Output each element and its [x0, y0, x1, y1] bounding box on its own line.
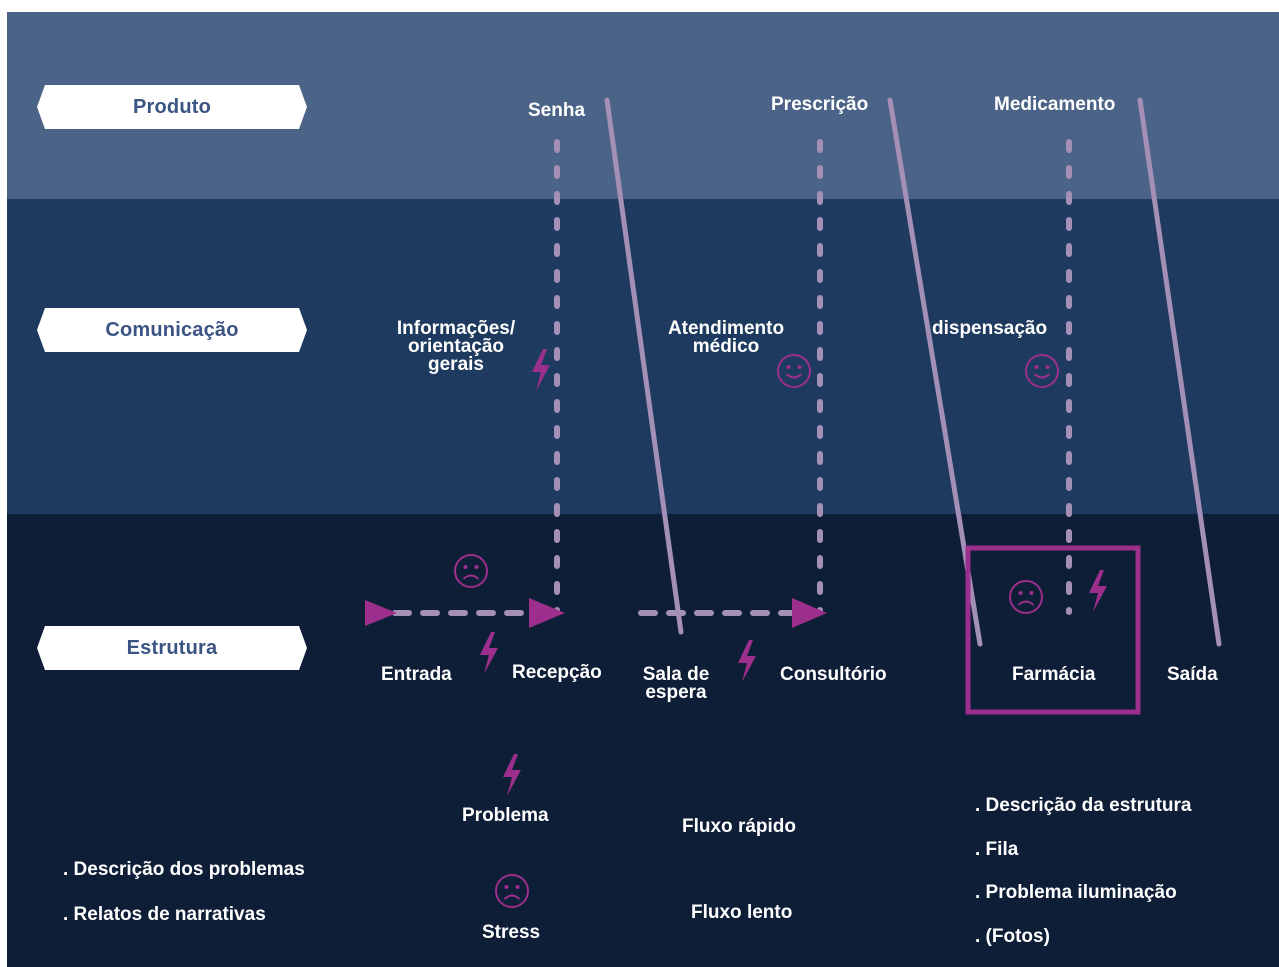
comunicacao-atendimento: Atendimento médico — [667, 318, 785, 357]
slow-line-medicamento — [1137, 97, 1222, 647]
legend-sad-face-icon — [495, 874, 529, 908]
estrutura-consultorio: Consultório — [780, 664, 887, 685]
produto-medicamento: Medicamento — [994, 94, 1116, 115]
legend-fluxo-lento: Fluxo lento — [691, 902, 793, 923]
comunicacao-dispensacao: dispensação — [932, 318, 1048, 339]
estrutura-entrada: Entrada — [381, 664, 452, 685]
note-left-1: . Descrição dos problemas — [63, 859, 305, 880]
farmacia-highlight-box — [965, 545, 1141, 715]
row-label-estrutura: Estrutura — [126, 636, 218, 659]
lightning-icon — [480, 632, 498, 674]
connector-layer — [365, 97, 1222, 715]
slow-line-senha — [604, 97, 684, 635]
estrutura-sala-de-espera: Sala de espera — [642, 664, 710, 703]
estrutura-saida: Saída — [1167, 664, 1218, 685]
row-tag-estrutura: Estrutura — [37, 626, 307, 670]
produto-senha: Senha — [528, 100, 586, 121]
row-label-produto: Produto — [132, 95, 212, 118]
happy-face-icon — [1025, 354, 1059, 388]
note-right-1: . Descrição da estrutura — [975, 795, 1192, 816]
estrutura-farmacia: Farmácia — [1012, 664, 1096, 685]
produto-prescricao: Prescrição — [771, 94, 869, 115]
note-right-3: . Problema iluminação — [975, 882, 1177, 903]
happy-face-icon — [777, 354, 811, 388]
journey-map: Produto Comunicação Estrutura Senha Pres… — [7, 12, 1279, 967]
sad-face-icon — [454, 554, 488, 588]
row-label-comunicacao: Comunicação — [105, 318, 239, 341]
legend-problema: Problema — [462, 805, 549, 826]
comunicacao-informacoes: Informações/ orientação gerais — [396, 318, 516, 375]
slow-line-prescricao — [887, 97, 983, 647]
note-right-4: . (Fotos) — [975, 926, 1050, 947]
note-left-2: . Relatos de narrativas — [63, 904, 266, 925]
arrow-entrada — [365, 600, 397, 626]
sad-face-icon — [1009, 580, 1043, 614]
note-right-2: . Fila — [975, 839, 1019, 860]
legend-lightning-icon — [503, 754, 521, 796]
legend-stress: Stress — [482, 922, 541, 943]
arrow-consultorio — [792, 598, 827, 628]
legend-fluxo-rapido: Fluxo rápido — [682, 816, 796, 837]
row-tag-produto: Produto — [37, 85, 307, 129]
lightning-icon — [532, 349, 550, 391]
row-tag-comunicacao: Comunicação — [37, 308, 307, 352]
estrutura-recepcao: Recepção — [512, 662, 602, 683]
lightning-icon — [1089, 570, 1107, 612]
lightning-icon — [738, 640, 756, 682]
arrow-recepcao — [529, 598, 565, 628]
